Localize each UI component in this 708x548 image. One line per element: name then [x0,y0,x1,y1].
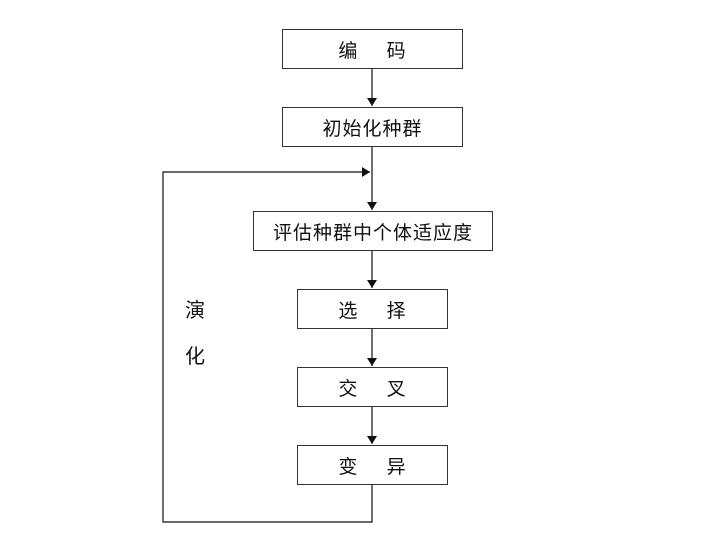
step-mutation-box: 变 异 [297,445,448,485]
evolution-loop-line [162,167,373,523]
step-mutation-label: 变 异 [338,455,407,478]
loop-label-char-1: 演 [185,298,205,322]
loop-label-char-2: 化 [185,344,205,368]
step-selection-label: 选 择 [338,299,407,322]
step-selection-box: 选 择 [297,289,448,329]
step-init-population-box: 初始化种群 [282,107,463,147]
step-evaluate-fitness-label: 评估种群中个体适应度 [272,221,473,244]
step-encode-label: 编 码 [338,39,407,62]
step-crossover-box: 交 叉 [297,367,448,407]
step-encode-box: 编 码 [282,29,463,69]
step-init-population-label: 初始化种群 [322,117,423,140]
step-evaluate-fitness-box: 评估种群中个体适应度 [253,211,493,251]
step-crossover-label: 交 叉 [338,377,407,400]
